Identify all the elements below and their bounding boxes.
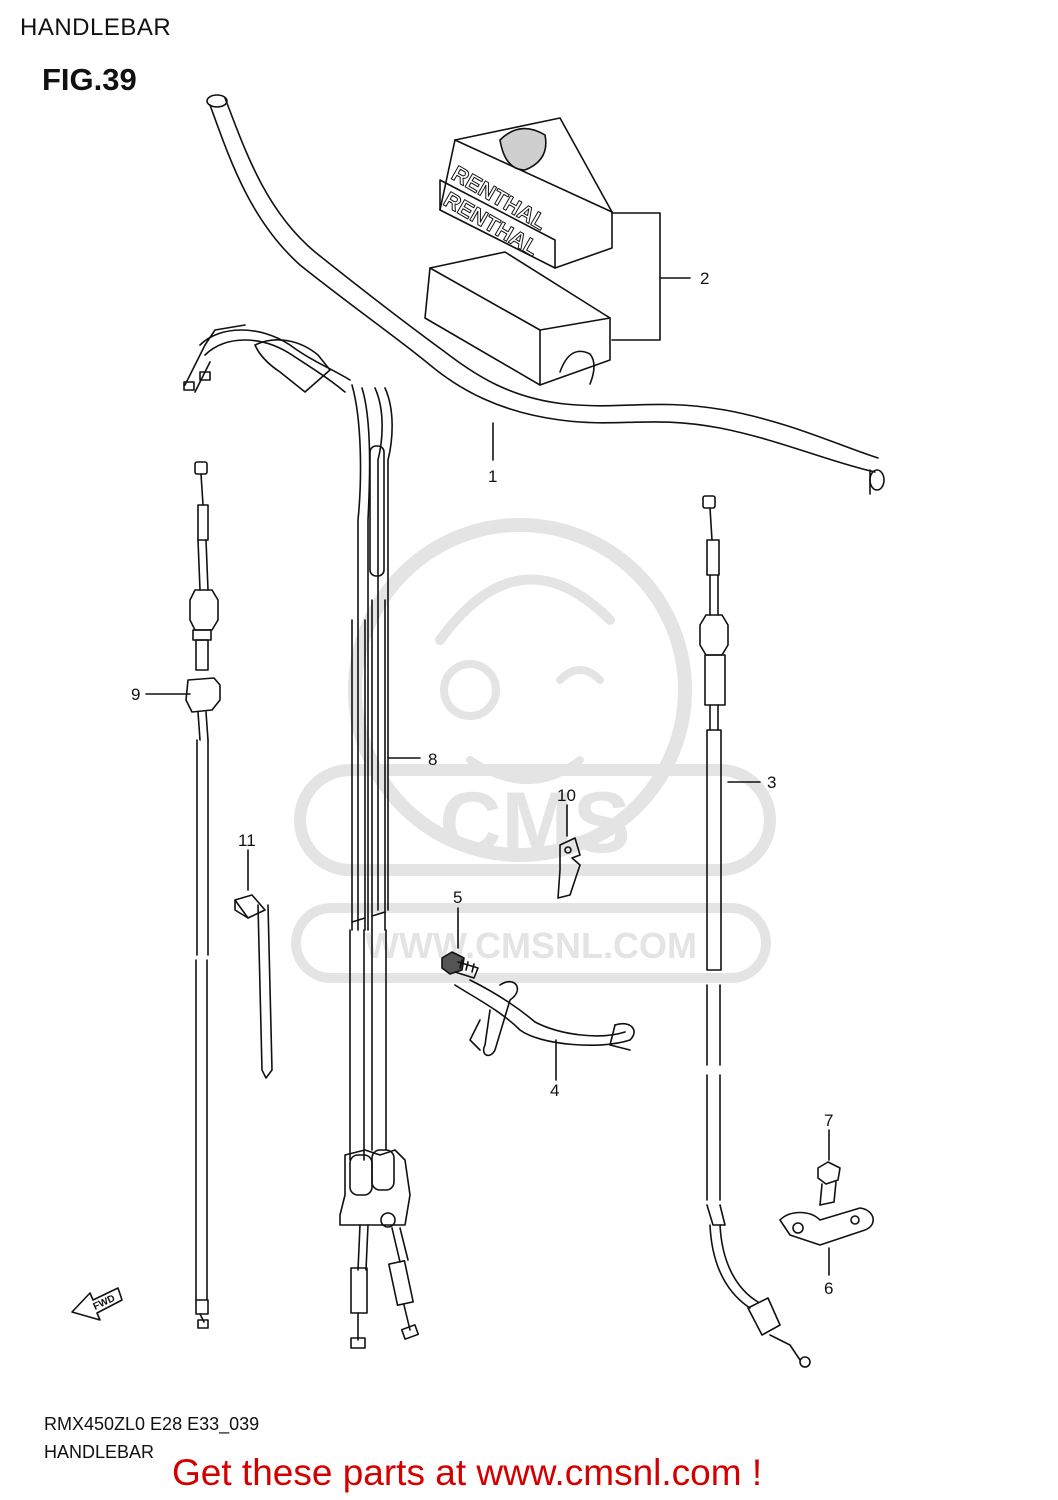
- part-cable-left: [145, 461, 221, 1329]
- part-cable-tie-11: [234, 849, 273, 1079]
- part-bolt-5: [441, 907, 479, 979]
- fwd-arrow-icon: FWD: [71, 1287, 123, 1321]
- page-header-title: HANDLEBAR: [20, 14, 172, 41]
- callouts: 1 2 3 4 5 6 7 8 9 10 11: [131, 269, 833, 1298]
- callout-9: 9: [131, 685, 140, 704]
- callout-11: 11: [238, 831, 256, 850]
- watermark-logo-text: CMS: [439, 775, 630, 871]
- callout-4: 4: [550, 1081, 559, 1100]
- callout-3: 3: [767, 773, 776, 792]
- part-bar-pad: RENTHAL RENTHAL: [424, 117, 691, 386]
- footer-model-code: RMX450ZL0 E28 E33_039: [44, 1414, 260, 1434]
- callout-7: 7: [824, 1111, 833, 1130]
- part-bolt-7: [817, 1129, 841, 1206]
- watermark: CMS WWW.CMSNL.COM: [291, 518, 776, 983]
- part-clamp-10: [557, 804, 581, 899]
- part-cable-right: [699, 495, 811, 1368]
- callout-5: 5: [453, 888, 462, 907]
- callout-10: 10: [557, 786, 576, 805]
- callout-8: 8: [428, 750, 437, 769]
- part-handlebar: [206, 94, 885, 495]
- promo-link-text[interactable]: Get these parts at www.cmsnl.com !: [172, 1452, 763, 1493]
- part-wire-guide: [454, 979, 635, 1081]
- callout-6: 6: [824, 1279, 833, 1298]
- callout-2: 2: [700, 269, 709, 288]
- footer-section-name: HANDLEBAR: [44, 1442, 155, 1462]
- figure-number: FIG.39: [42, 62, 137, 97]
- watermark-url-text: WWW.CMSNL.COM: [365, 925, 697, 966]
- part-throttle-cables: [183, 324, 421, 1349]
- part-bracket-6: [779, 1207, 874, 1276]
- callout-1: 1: [488, 467, 497, 486]
